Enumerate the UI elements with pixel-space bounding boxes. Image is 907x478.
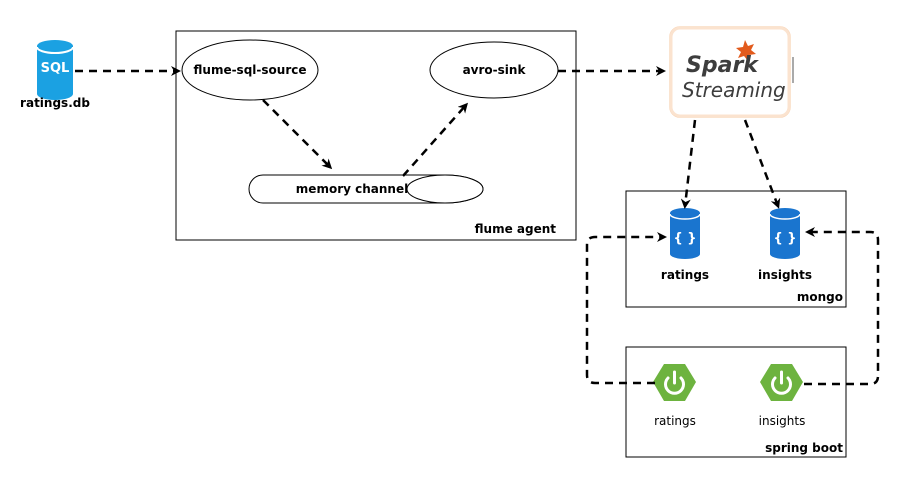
- arrow-spring-insights-to-mongo-insights: [804, 227, 880, 386]
- spring-boot-box: [625, 346, 847, 458]
- spring-ratings-label: ratings: [654, 414, 696, 428]
- flume-sql-source-node: [181, 39, 319, 101]
- mongo-box: [625, 190, 847, 308]
- arrow-channel-to-sink: [402, 102, 468, 177]
- memory-channel-label: memory channel: [296, 182, 408, 196]
- arrow-source-to-channel: [262, 99, 333, 170]
- sql-database-icon: SQL: [36, 40, 74, 100]
- spring-power-icon: [653, 364, 696, 401]
- flume-sql-source-label: flume-sql-source: [194, 63, 307, 77]
- mongodb-icon: { }: [669, 208, 701, 259]
- flume-agent-label: flume agent: [475, 222, 557, 236]
- avro-sink-label: avro-sink: [463, 63, 527, 77]
- mongo-label: mongo: [797, 290, 843, 304]
- spring-insights-label: insights: [759, 414, 806, 428]
- mongo-ratings-label: ratings: [661, 268, 709, 282]
- arrow-spark-to-ratings: [680, 119, 697, 209]
- arrow-spark-to-insights: [743, 119, 781, 209]
- streaming-title: Streaming: [682, 78, 786, 102]
- spark-streaming-logo: Spark Streaming: [669, 26, 794, 118]
- mongo-insights-icon-text: { }: [773, 231, 796, 246]
- mongo-ratings-icon-text: { }: [673, 231, 696, 246]
- ratings-db-label: ratings.db: [20, 96, 90, 110]
- spark-title: Spark: [686, 53, 759, 78]
- mongodb-icon: { }: [769, 208, 801, 259]
- arrow-spring-ratings-to-mongo-ratings: [585, 232, 667, 385]
- spark-star-icon: [736, 40, 756, 61]
- memory-channel-node: [248, 174, 484, 204]
- spring-power-icon: [760, 364, 803, 401]
- spring-boot-label: spring boot: [765, 441, 843, 455]
- mongo-insights-label: insights: [758, 268, 812, 282]
- sql-icon-text: SQL: [41, 61, 70, 76]
